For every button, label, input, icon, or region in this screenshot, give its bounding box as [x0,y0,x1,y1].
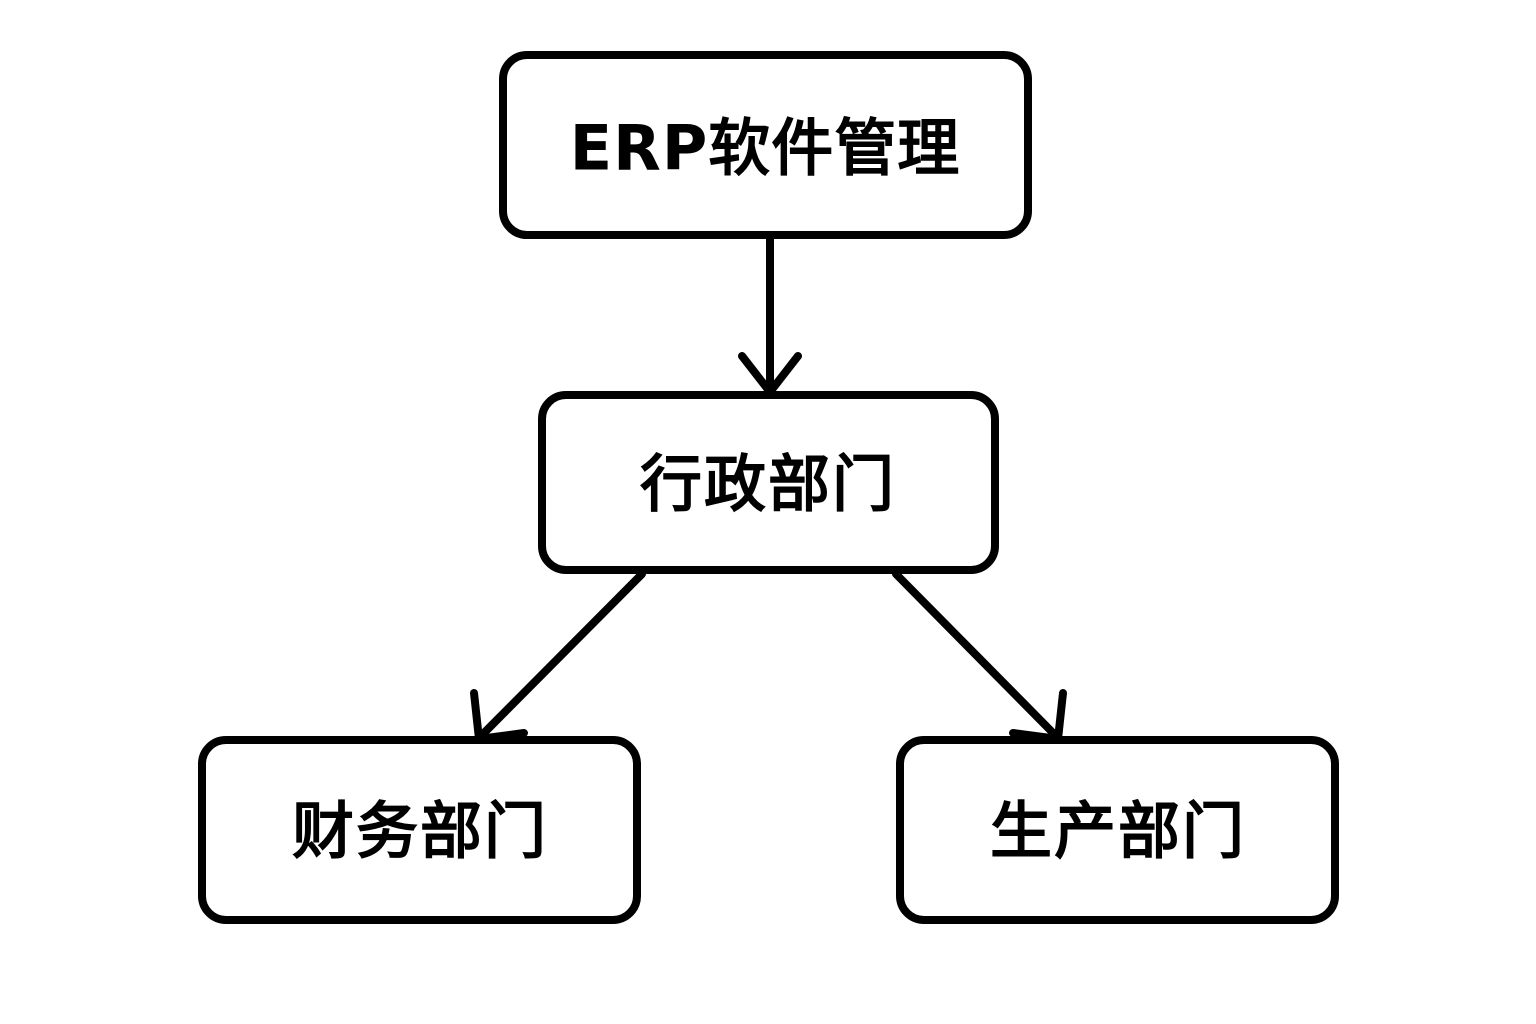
node-admin-shape[interactable] [538,391,999,574]
node-admin-label: 行政部门 [640,448,896,521]
edge-admin-finance-line [475,570,646,742]
node-root-label: ERP软件管理 [570,112,961,185]
node-root[interactable]: ERP软件管理 [499,51,1032,239]
node-finance[interactable]: 财务部门 [198,736,641,924]
edge-admin-production [892,570,1067,743]
node-finance-shape[interactable] [198,736,641,924]
node-finance-label: 财务部门 [292,795,548,868]
edge-admin-production-line [892,570,1062,742]
node-production-shape[interactable] [896,736,1339,924]
node-production-label: 生产部门 [990,795,1246,868]
node-root-shape[interactable] [499,51,1032,239]
node-admin[interactable]: 行政部门 [538,391,999,574]
edge-admin-finance [470,570,646,743]
node-production[interactable]: 生产部门 [896,736,1339,924]
edge-root-admin [738,231,802,396]
